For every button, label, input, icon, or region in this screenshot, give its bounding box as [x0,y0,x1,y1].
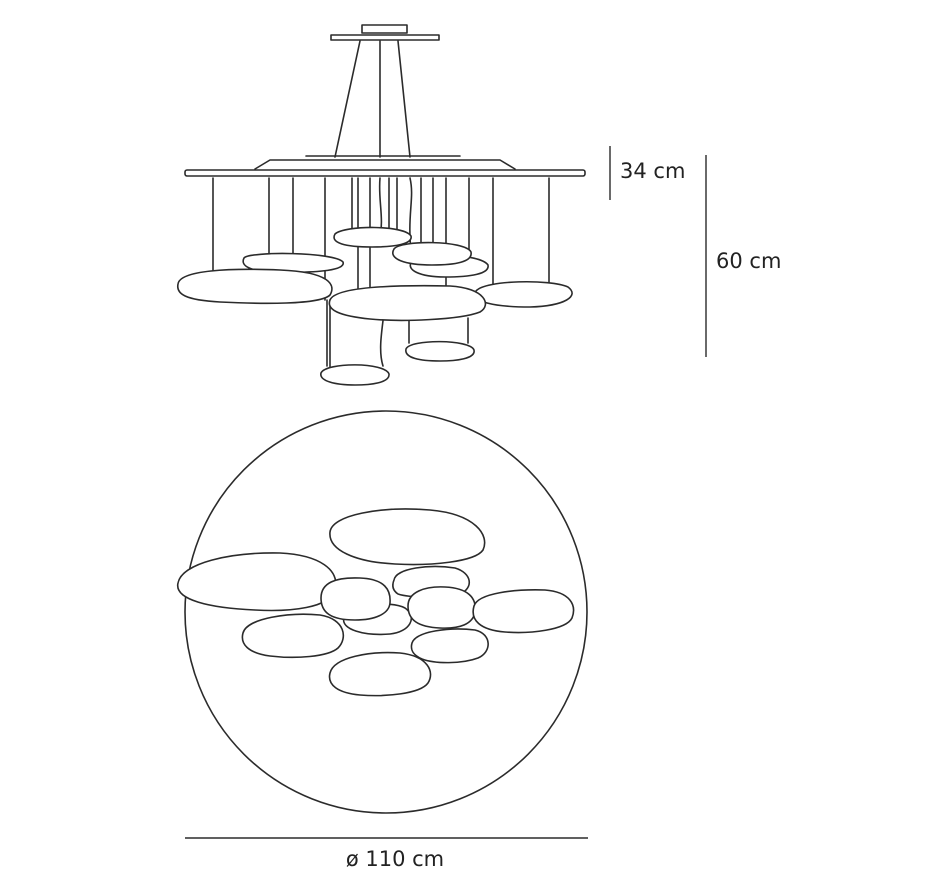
dimension-label-60cm: 60 cm [716,249,781,273]
pebble-side [328,284,487,322]
height-dimension-34: 34 cm [609,146,685,200]
height-dimension-60: 60 cm [705,155,781,357]
pebble-plan [472,589,575,634]
pebble-side [474,280,573,308]
pebble-plan [328,651,432,697]
ceiling-canopy [330,24,440,41]
pebble-plan [329,508,486,566]
hanging-rods [212,177,550,369]
dimension-label-diameter: ø 110 cm [346,847,444,871]
pebble-side [333,226,412,248]
pebble-side [392,241,472,266]
side-pebbles [176,226,573,386]
pebble-plan [241,613,345,659]
pebble-plan [177,552,337,612]
plan-outline-circle [184,410,588,814]
side-elevation-view [176,24,586,386]
pebble-side [320,364,390,386]
diameter-dimension: ø 110 cm [185,837,588,871]
upper-disc [184,155,586,177]
pebble-side [176,268,333,305]
plan-pebbles [177,508,575,697]
suspension-stem [334,40,411,158]
plan-view [177,410,588,814]
dimension-label-34cm: 34 cm [620,159,685,183]
pebble-plan [410,628,489,664]
pebble-plan [407,586,477,629]
pebble-plan [320,577,391,621]
pebble-side [405,340,475,362]
